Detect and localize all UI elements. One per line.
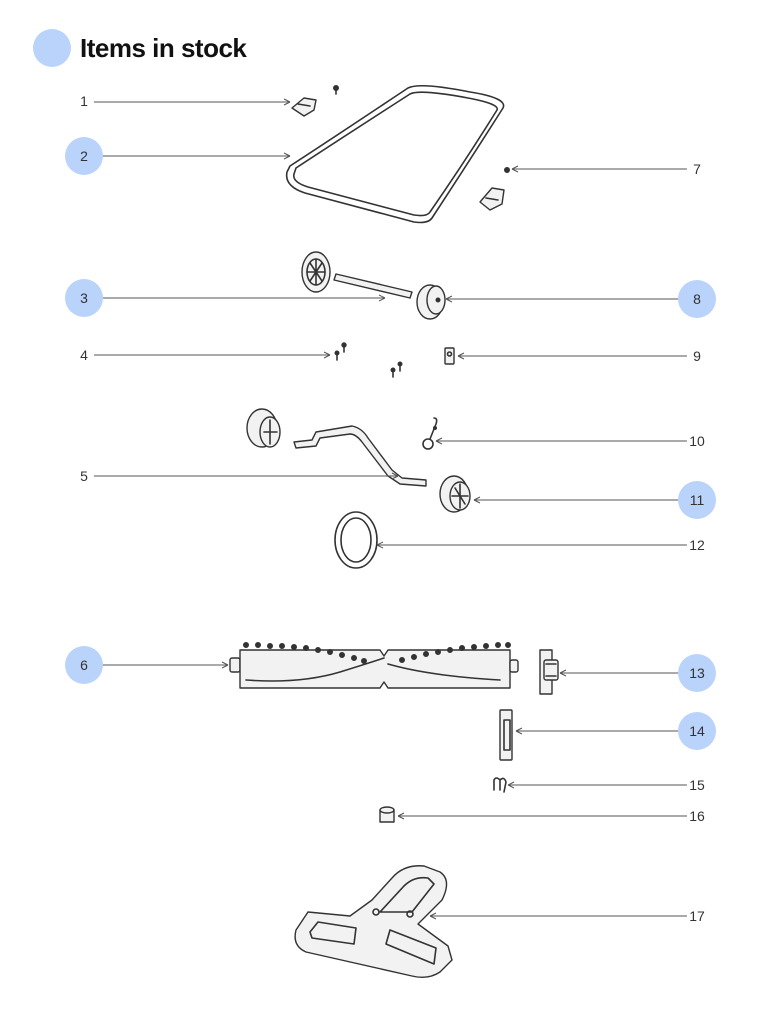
part-12-ring[interactable] (334, 511, 378, 569)
svg-text:7: 7 (693, 161, 701, 177)
svg-text:8: 8 (693, 291, 701, 307)
svg-text:14: 14 (689, 723, 705, 739)
svg-text:12: 12 (689, 537, 705, 553)
callout-17[interactable]: 17 (687, 906, 707, 926)
page-header: Items in stock (33, 28, 247, 68)
part-17-nozzle-plate[interactable] (294, 865, 453, 979)
part-9-clip[interactable] (444, 347, 455, 365)
page-title: Items in stock (80, 32, 247, 63)
svg-text:4: 4 (80, 347, 88, 363)
svg-text:5: 5 (80, 468, 88, 484)
callout-10[interactable]: 10 (687, 431, 707, 451)
callout-15[interactable]: 15 (687, 775, 707, 795)
svg-text:13: 13 (689, 665, 705, 681)
callout-9[interactable]: 9 (687, 346, 707, 366)
callout-5[interactable]: 5 (74, 466, 94, 486)
part-4-screws[interactable] (334, 342, 403, 378)
part-13-end-cap[interactable] (539, 649, 559, 695)
part-15-spring-clip[interactable] (493, 777, 507, 793)
part-1-bracket[interactable] (291, 85, 339, 117)
callout-11[interactable]: 11 (678, 481, 716, 519)
part-10-pin[interactable] (422, 417, 438, 450)
callout-12[interactable]: 12 (687, 535, 707, 555)
svg-text:10: 10 (689, 433, 705, 449)
callouts: 1 2 3 4 5 6 7 8 9 10 11 12 13 14 15 16 1… (65, 91, 716, 926)
callout-1[interactable]: 1 (74, 91, 94, 111)
callout-14[interactable]: 14 (678, 712, 716, 750)
svg-text:9: 9 (693, 348, 701, 364)
svg-text:1: 1 (80, 93, 88, 109)
part-16-bushing[interactable] (379, 806, 395, 823)
callout-2[interactable]: 2 (65, 137, 103, 175)
callout-3[interactable]: 3 (65, 279, 103, 317)
callout-16[interactable]: 16 (687, 806, 707, 826)
part-5-crank-rod[interactable] (246, 408, 427, 487)
header-dot-icon (33, 29, 71, 67)
svg-text:3: 3 (80, 290, 88, 306)
svg-text:16: 16 (689, 808, 705, 824)
callout-4[interactable]: 4 (74, 345, 94, 365)
part-2-gasket-frame[interactable] (285, 84, 505, 224)
part-3-axle-wheel[interactable] (301, 251, 413, 299)
part-7-bracket[interactable] (479, 167, 510, 211)
svg-text:11: 11 (690, 492, 705, 508)
callout-8[interactable]: 8 (678, 280, 716, 318)
svg-text:17: 17 (689, 908, 705, 924)
svg-text:2: 2 (80, 148, 88, 164)
svg-text:15: 15 (689, 777, 705, 793)
callout-7[interactable]: 7 (687, 159, 707, 179)
callout-6[interactable]: 6 (65, 646, 103, 684)
part-8-wheel-hub[interactable] (416, 284, 446, 320)
leader-lines (93, 98, 687, 920)
svg-text:6: 6 (80, 657, 88, 673)
part-14-plate[interactable] (499, 709, 513, 761)
part-6-brush-roll[interactable] (229, 642, 519, 689)
callout-13[interactable]: 13 (678, 654, 716, 692)
part-11-wheel[interactable] (439, 475, 471, 513)
